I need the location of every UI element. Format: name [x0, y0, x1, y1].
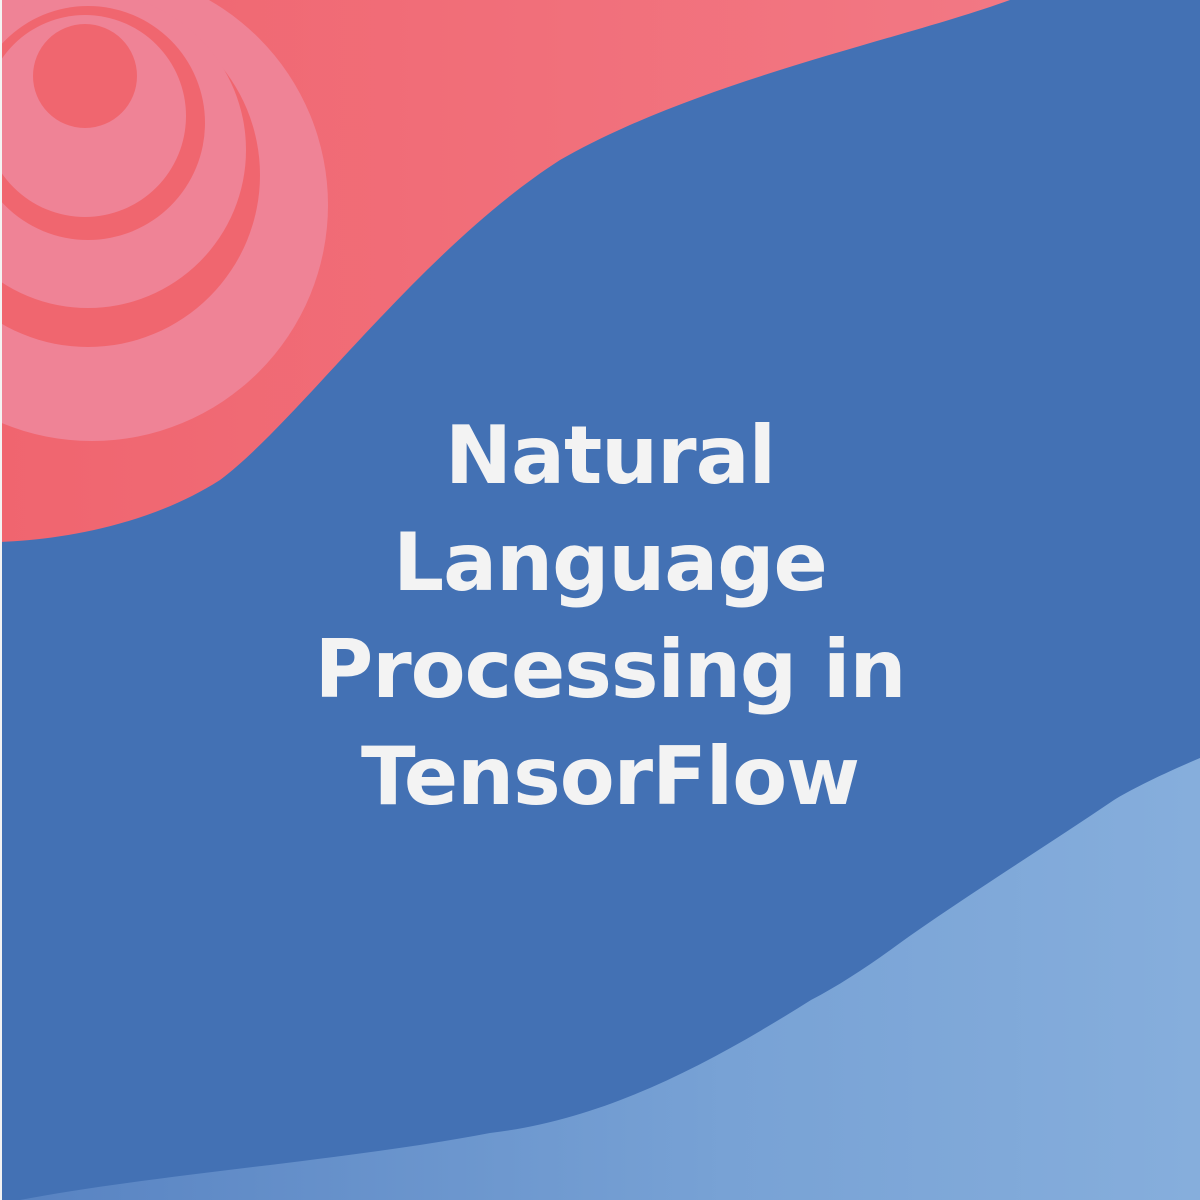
- left-edge-strip: [0, 0, 2, 1200]
- title-line-2: Language: [393, 516, 828, 609]
- ring-core-dot: [33, 24, 137, 128]
- course-title: Natural Language Processing in TensorFlo…: [260, 402, 960, 830]
- title-line-1: Natural: [445, 409, 776, 502]
- title-line-3: Processing in: [314, 623, 907, 716]
- concentric-rings-decoration: [0, 0, 328, 441]
- title-line-4: TensorFlow: [360, 730, 860, 823]
- light-blue-wave: [20, 758, 1200, 1200]
